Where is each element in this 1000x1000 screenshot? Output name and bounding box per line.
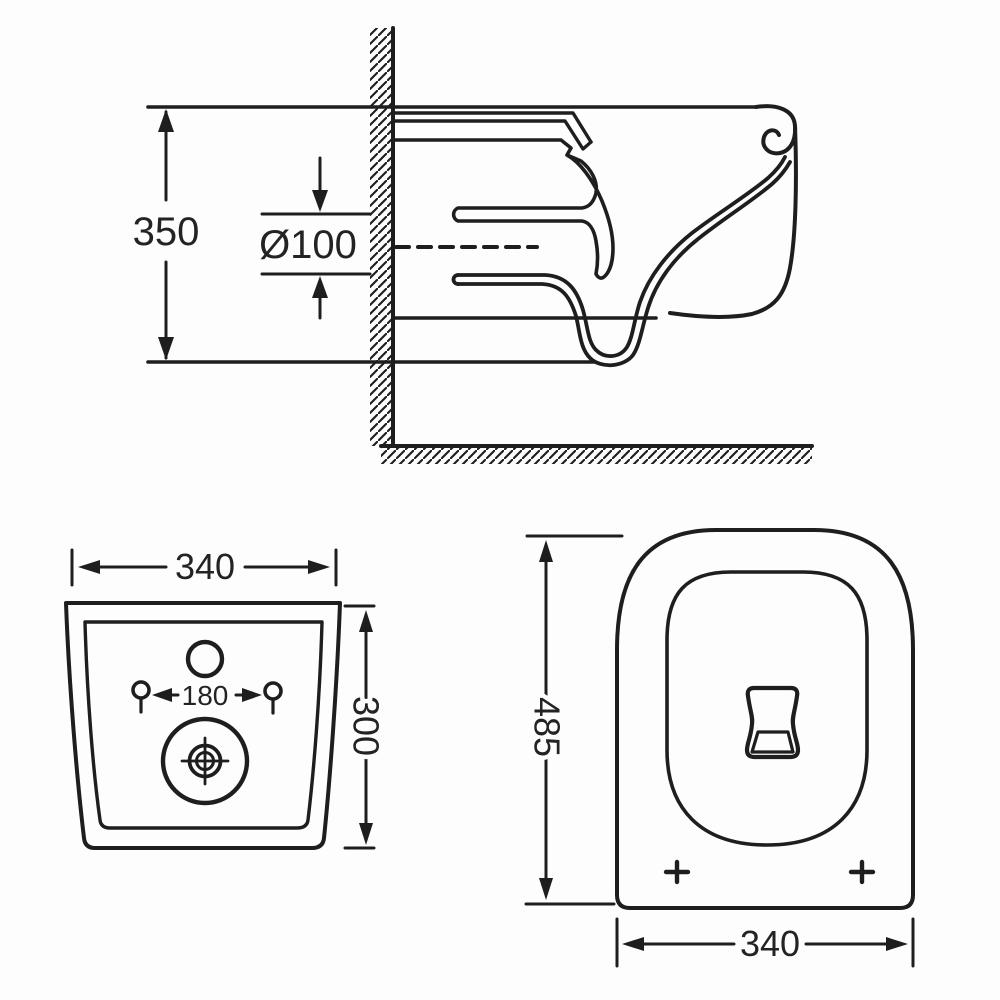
toilet-front-curl bbox=[754, 104, 798, 156]
trap-outer-line bbox=[456, 160, 792, 368]
waste-outlet bbox=[160, 716, 250, 806]
toilet-front-face bbox=[668, 124, 798, 319]
dim-top-340 bbox=[615, 917, 915, 968]
rear-inner-outline bbox=[83, 620, 324, 830]
top-view: 485 340 bbox=[522, 528, 915, 969]
fixing-hole-left bbox=[131, 680, 151, 714]
floor-hatch bbox=[381, 446, 812, 464]
top-depth-label: 485 bbox=[527, 697, 568, 757]
outlet-diameter-label: Ø100 bbox=[259, 223, 357, 267]
dim-300 bbox=[343, 604, 376, 850]
rear-outer-outline bbox=[64, 601, 342, 850]
side-height-label: 350 bbox=[133, 210, 200, 254]
buffer-cross-right bbox=[848, 859, 876, 885]
wall-hatch bbox=[370, 28, 393, 446]
dim-180 bbox=[152, 688, 262, 702]
inlet-channel-lower bbox=[391, 119, 593, 151]
rear-view: 180 340 300 bbox=[64, 542, 391, 850]
trap-left-cap bbox=[451, 273, 460, 286]
top-width-label: 340 bbox=[740, 923, 800, 964]
buffer-cross-left bbox=[663, 859, 691, 885]
top-outer-outline bbox=[615, 528, 915, 910]
rear-height-label: 300 bbox=[346, 696, 387, 756]
dim-outlet bbox=[260, 156, 372, 320]
side-section-view: 350 Ø100 bbox=[128, 26, 814, 464]
dim-485 bbox=[524, 534, 624, 906]
rear-width-label: 340 bbox=[175, 546, 235, 587]
inlet-channel-upper bbox=[391, 111, 593, 144]
bolt-spacing-label: 180 bbox=[182, 680, 229, 711]
dim-350 bbox=[158, 109, 174, 360]
rim-jet-channel bbox=[391, 138, 615, 280]
fixing-hole-right bbox=[263, 681, 283, 715]
dim-rear-340 bbox=[70, 548, 338, 587]
trap-inner-line bbox=[456, 155, 787, 358]
flush-opening bbox=[744, 685, 801, 760]
top-bowl-outline bbox=[665, 570, 869, 847]
water-inlet-hole bbox=[185, 639, 225, 679]
